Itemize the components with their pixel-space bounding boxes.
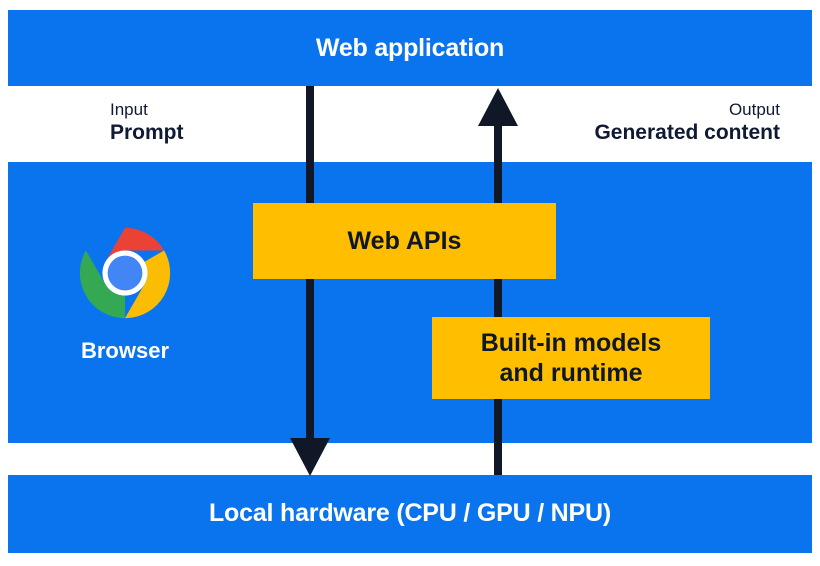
flow-label-output-kind: Output: [728, 100, 780, 119]
box-builtin-models: Built-in models and runtime: [432, 317, 710, 399]
flow-label-input-kind: Input: [110, 100, 148, 119]
chrome-logo-icon: [79, 227, 171, 319]
band-web-application-label: Web application: [315, 34, 505, 62]
band-local-hardware: Local hardware (CPU / GPU / NPU): [8, 475, 812, 553]
box-web-apis: Web APIs: [253, 203, 556, 279]
band-local-hardware-label: Local hardware (CPU / GPU / NPU): [208, 499, 611, 527]
box-web-apis-label: Web APIs: [347, 226, 462, 255]
box-builtin-models-line1: Built-in models: [480, 328, 662, 357]
flow-label-output: Output Generated content: [594, 99, 780, 147]
browser-group: Browser: [48, 226, 202, 378]
box-builtin-models-line2: and runtime: [499, 359, 643, 387]
flow-label-input-value: Prompt: [110, 121, 184, 145]
flow-label-input: Input Prompt: [110, 99, 184, 147]
box-builtin-models-label: Built-in models and runtime: [481, 328, 662, 389]
flow-label-output-value: Generated content: [594, 121, 780, 145]
band-browser-label: Browser: [80, 338, 170, 363]
band-web-application: Web application: [8, 10, 812, 86]
